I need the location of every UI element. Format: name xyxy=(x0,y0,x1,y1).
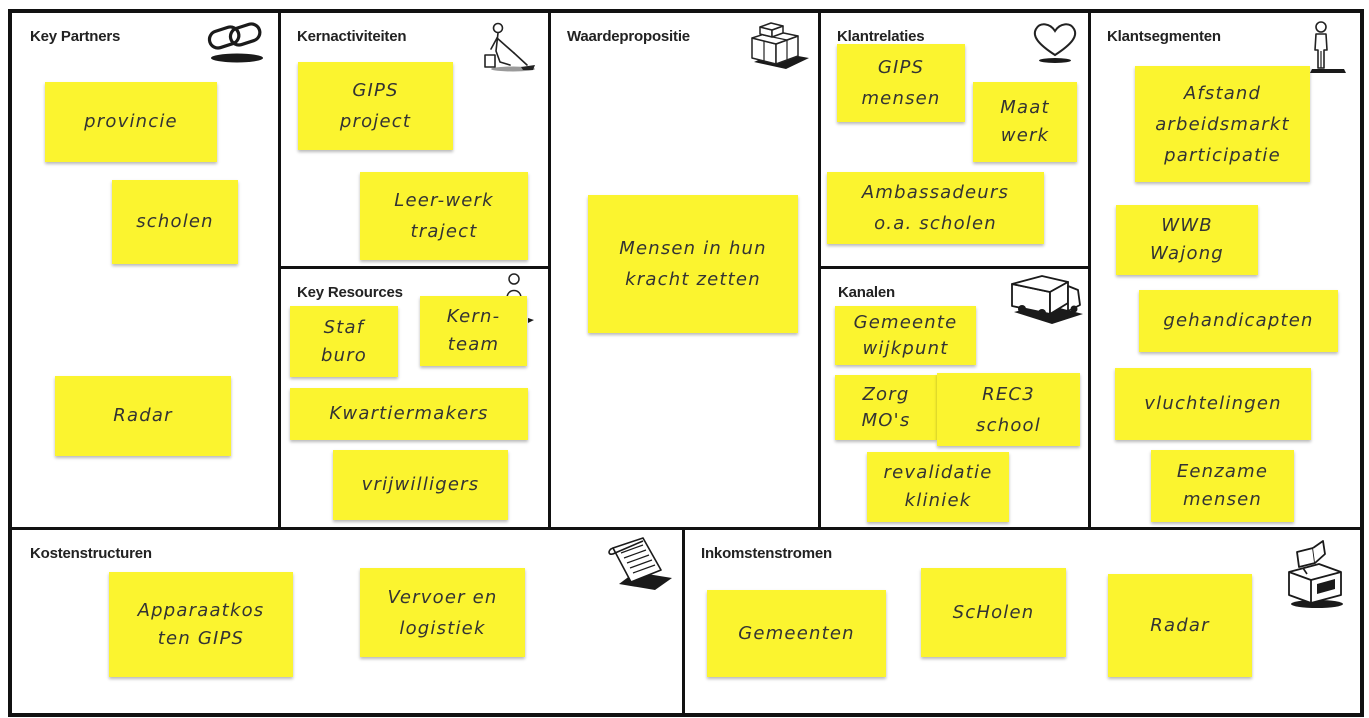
sticky-note: GIPS mensen xyxy=(837,44,965,122)
section-title: Klantrelaties xyxy=(837,28,925,45)
divider xyxy=(682,528,685,714)
sticky-note: Leer-werk traject xyxy=(360,172,528,260)
sticky-note: vrijwilligers xyxy=(333,450,508,520)
section-title: Inkomstenstromen xyxy=(701,545,832,562)
sticky-note: WWB Wajong xyxy=(1116,205,1258,275)
heart-icon xyxy=(1033,23,1077,63)
divider xyxy=(279,266,550,269)
sticky-note: Kern- team xyxy=(420,296,527,366)
divider xyxy=(10,527,1362,530)
truck-icon xyxy=(1011,275,1083,324)
sticky-note: gehandicapten xyxy=(1139,290,1338,352)
sticky-note: scholen xyxy=(112,180,238,264)
sticky-note: ScHolen xyxy=(921,568,1066,657)
sticky-note: provincie xyxy=(45,82,217,162)
sticky-note: Maat werk xyxy=(973,82,1077,162)
sticky-note: Radar xyxy=(55,376,231,456)
sticky-note: Radar xyxy=(1108,574,1252,677)
sticky-note: Staf buro xyxy=(290,306,398,377)
sticky-note: Vervoer en logistiek xyxy=(360,568,525,657)
section-title: Key Partners xyxy=(30,28,121,45)
sticky-note: Mensen in hun kracht zetten xyxy=(588,195,798,333)
receipt-icon xyxy=(608,537,672,590)
section-title: Waardepropositie xyxy=(567,28,690,45)
divider xyxy=(548,11,551,529)
section-title: Kernactiviteiten xyxy=(297,28,407,45)
section-title: Kostenstructuren xyxy=(30,545,152,562)
divider xyxy=(818,11,821,529)
section-title: Klantsegmenten xyxy=(1107,28,1221,45)
sticky-note: Afstand arbeidsmarkt participatie xyxy=(1135,66,1310,182)
sticky-note: Eenzame mensen xyxy=(1151,450,1294,522)
worker-icon xyxy=(484,22,535,72)
divider xyxy=(1088,11,1091,529)
gift-boxes-icon xyxy=(751,22,809,69)
sticky-note: Ambassadeurs o.a. scholen xyxy=(827,172,1044,244)
divider xyxy=(819,266,1090,269)
sticky-note: Gemeenten xyxy=(707,590,886,677)
sticky-note: Kwartiermakers xyxy=(290,388,528,440)
section-title: Key Resources xyxy=(297,284,403,301)
sticky-note: REC3 school xyxy=(937,373,1080,446)
section-title: Kanalen xyxy=(838,284,895,301)
sticky-note: GIPS project xyxy=(298,62,453,150)
sticky-note: Zorg MO's xyxy=(835,375,937,440)
sticky-note: revalidatie kliniek xyxy=(867,452,1009,522)
cash-register-icon xyxy=(1288,540,1343,608)
sticky-note: Gemeente wijkpunt xyxy=(835,306,976,365)
canvas-frame xyxy=(8,9,1364,717)
sticky-note: Apparaatkos ten GIPS xyxy=(109,572,293,677)
sticky-note: vluchtelingen xyxy=(1115,368,1311,440)
standing-person-icon xyxy=(1310,21,1346,73)
chain-link-icon xyxy=(207,22,263,63)
divider xyxy=(278,11,281,529)
